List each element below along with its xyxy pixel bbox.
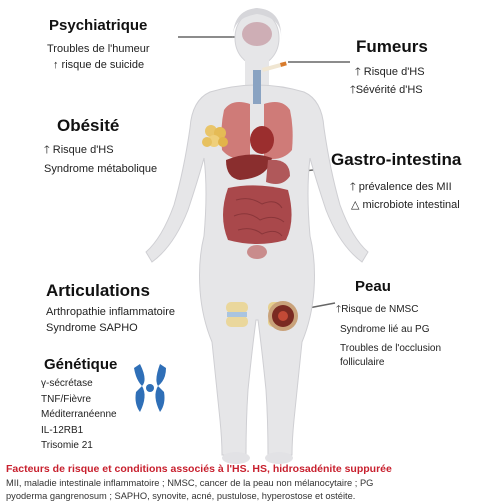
bladder (247, 245, 267, 259)
genetique-title: Génétique (44, 356, 117, 373)
peau-title: Peau (355, 278, 391, 295)
peau-line1: 🡑Risque de NMSC (336, 302, 418, 319)
genetique-item: IL-12RB1 (41, 425, 83, 436)
psychiatrique-line1: Troubles de l'humeur (47, 43, 150, 55)
gastro-title: Gastro-intestina (331, 150, 461, 170)
gastro-line2: △ microbiote intestinal (351, 198, 460, 211)
fumeurs-title: Fumeurs (356, 37, 428, 57)
psychiatrique-line2: ↑ risque de suicide (53, 59, 144, 71)
peau-line4: folliculaire (340, 357, 384, 368)
brain (242, 22, 272, 46)
obesite-line2: Syndrome métabolique (44, 163, 157, 175)
fumeurs-line2: 🡑Sévérité d'HS (350, 81, 423, 100)
articulations-line1: Arthropathie inflammatoire (46, 306, 175, 318)
caption-title: Facteurs de risque et conditions associé… (6, 463, 392, 475)
skin-lesion-icon (268, 301, 298, 331)
fumeurs-line1: 🡑 Risque d'HS (355, 63, 425, 82)
psychiatrique-title: Psychiatrique (49, 17, 147, 34)
gastro-line1: 🡑 prévalence des MII (350, 178, 452, 197)
articulations-line2: Syndrome SAPHO (46, 322, 138, 334)
obesite-title: Obésité (57, 116, 119, 136)
genetique-item: Méditerranéenne (41, 409, 117, 420)
genetique-item: TNF/Fièvre (41, 394, 91, 405)
lungs-left (221, 102, 250, 159)
obesite-line1: 🡑 Risque d'HS (44, 141, 114, 160)
articulations-title: Articulations (46, 281, 150, 301)
caption-line2: pyoderma gangrenosum ; SAPHO, synovite, … (6, 491, 355, 501)
genetique-item: Trisomie 21 (41, 440, 93, 451)
trachea (253, 70, 261, 104)
peau-line3: Troubles de l'occlusion (340, 343, 441, 354)
caption-line1: MII, maladie intestinale inflammatoire ;… (6, 478, 373, 488)
peau-line2: Syndrome lié au PG (340, 324, 430, 335)
heart (250, 126, 274, 154)
genetique-item: γ-sécrétase (41, 378, 93, 389)
chromosome-icon (134, 364, 166, 412)
